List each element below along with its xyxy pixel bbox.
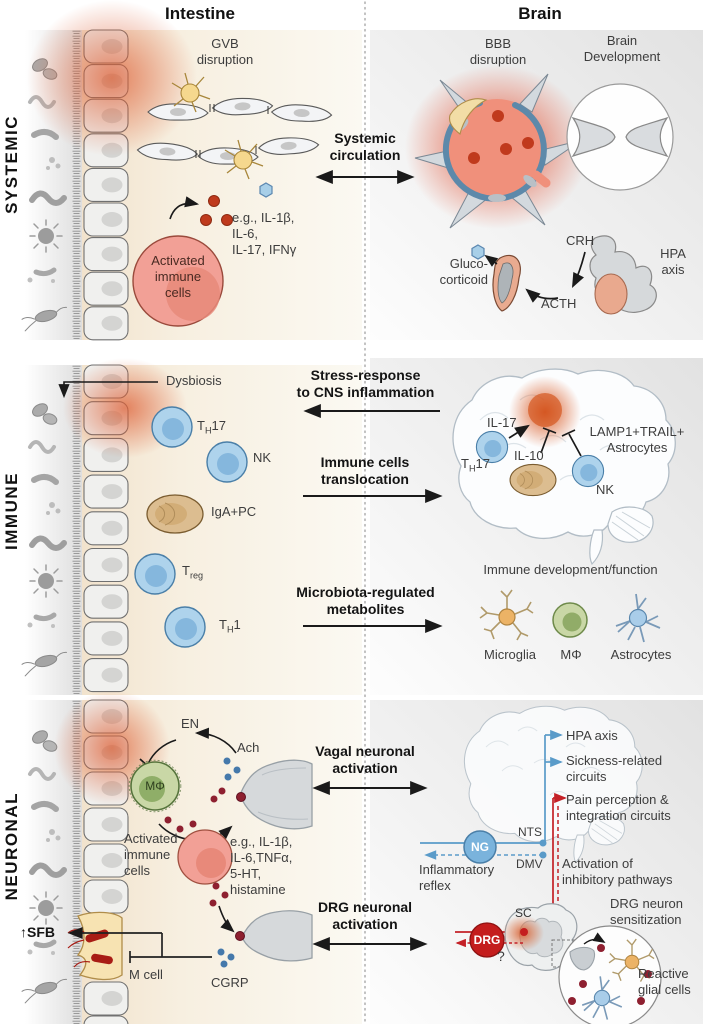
m-cell-illustration (67, 911, 212, 981)
treg-label: Treg (182, 563, 204, 581)
inflammatory-reflex-label: Inflammatory reflex (419, 862, 495, 893)
row-label-immune: IMMUNE (2, 472, 21, 550)
microbial-metabolite-hexagon (259, 182, 273, 198)
brain-development-illustration (566, 83, 674, 191)
brain-hpa-axis-label: HPA axis (566, 728, 618, 743)
drg-nerve-terminal (241, 910, 313, 962)
cgrp-label: CGRP (211, 975, 249, 990)
row-label-neuronal: NEURONAL (2, 792, 21, 901)
vagal-nerve-terminal (239, 759, 313, 830)
il10-label: IL-10 (514, 448, 544, 463)
hpa-axis-label: HPA axis (660, 246, 686, 277)
nts-label: NTS (518, 825, 542, 839)
neuronal-mediators-label: e.g., IL-1β, IL-6,TNFα, 5-HT, histamine (230, 834, 293, 897)
drg-circle (469, 922, 505, 958)
vagal-activation-label: Vagal neuronal activation (315, 743, 415, 777)
th1-label: TH1 (219, 617, 241, 635)
lamp1-trail-astrocytes-label: LAMP1+TRAIL+ Astrocytes (589, 424, 685, 455)
bbb-disruption-label: BBB disruption (469, 36, 527, 67)
dysbiosis-label: Dysbiosis (166, 373, 222, 388)
metabolites-label: Microbiota-regulated metabolites (296, 584, 435, 618)
translocation-label: Immune cells translocation (320, 454, 410, 488)
macrophage-label: MΦ (560, 647, 582, 662)
immune-gut-cells (58, 381, 248, 648)
vagal-cycle-illustration (128, 727, 313, 841)
systemic-circulation-label: Systemic circulation (329, 130, 401, 164)
brain-development-label: Brain Development (583, 33, 661, 64)
dmv-label: DMV (516, 857, 543, 871)
astrocytes-label: Astrocytes (610, 647, 672, 662)
glucocorticoid-label: Gluco- corticoid (439, 256, 488, 287)
systemic-cytokines-label: e.g., IL-1β, IL-6, IL-17, IFNγ (232, 210, 297, 257)
drg-pathway-illustration (177, 829, 313, 968)
neuronal-activated-cells-label: Activated immune cells (124, 831, 178, 878)
sickness-circuits-label: Sickness-related circuits (566, 753, 663, 784)
immune-development-label: Immune development/function (483, 562, 658, 577)
reactive-glial-label: Reactive glial cells (638, 966, 691, 997)
hpa-axis-illustration (471, 235, 657, 315)
nk-label: NK (253, 450, 272, 465)
gvb-disruption-label: GVB disruption (196, 36, 254, 67)
immune-development-icons (479, 589, 661, 643)
activated-immune-cell (132, 182, 273, 327)
drg-sensitization-label: DRG neuron sensitization (610, 896, 683, 927)
immune-brain-illustration (452, 368, 676, 565)
th17-label: TH17 (197, 418, 226, 436)
reactive-glial-illustration (558, 925, 662, 1024)
gut-macrophage-label: MΦ (145, 779, 165, 793)
stress-response-label: Stress-response to CNS inflammation (296, 367, 435, 401)
sc-label: SC (515, 906, 532, 920)
spinal-cord-illustration (455, 903, 579, 971)
activated-immune-cells-label: Activated immune cells (151, 253, 205, 300)
crh-label: CRH (566, 233, 595, 248)
drg-circle-label: DRG (473, 933, 501, 947)
acth-label: ACTH (541, 296, 577, 311)
gut-wall-systemic (22, 0, 197, 341)
drg-activation-label: DRG neuronal activation (317, 899, 413, 933)
il17-label: IL-17 (487, 415, 517, 430)
activation-inhibitory-label: Activation of inhibitory pathways (562, 856, 673, 887)
iga-pc-label: IgA+PC (211, 504, 257, 519)
row-label-systemic: SYSTEMIC (2, 115, 21, 214)
center-arrows (303, 170, 443, 951)
gvb-illustration (136, 72, 333, 180)
bbb-illustration (405, 65, 589, 229)
brain-nk-label: NK (596, 482, 615, 497)
column-header-brain: Brain (518, 4, 562, 23)
m-cell-label: M cell (129, 967, 163, 982)
nodose-ganglion-circle (463, 830, 497, 864)
en-label: EN (181, 716, 200, 731)
microglia-label: Microglia (483, 647, 536, 662)
question-mark-label: ? (497, 948, 505, 964)
ng-label: NG (471, 840, 489, 854)
sfb-label: ↑SFB (20, 924, 55, 940)
glucocorticoid-hexagon (471, 244, 485, 260)
brain-th17-label: TH17 (461, 456, 490, 474)
column-header-intestine: Intestine (165, 4, 235, 23)
pain-perception-label: Pain perception & integration circuits (566, 792, 671, 823)
ach-label: Ach (237, 740, 260, 755)
